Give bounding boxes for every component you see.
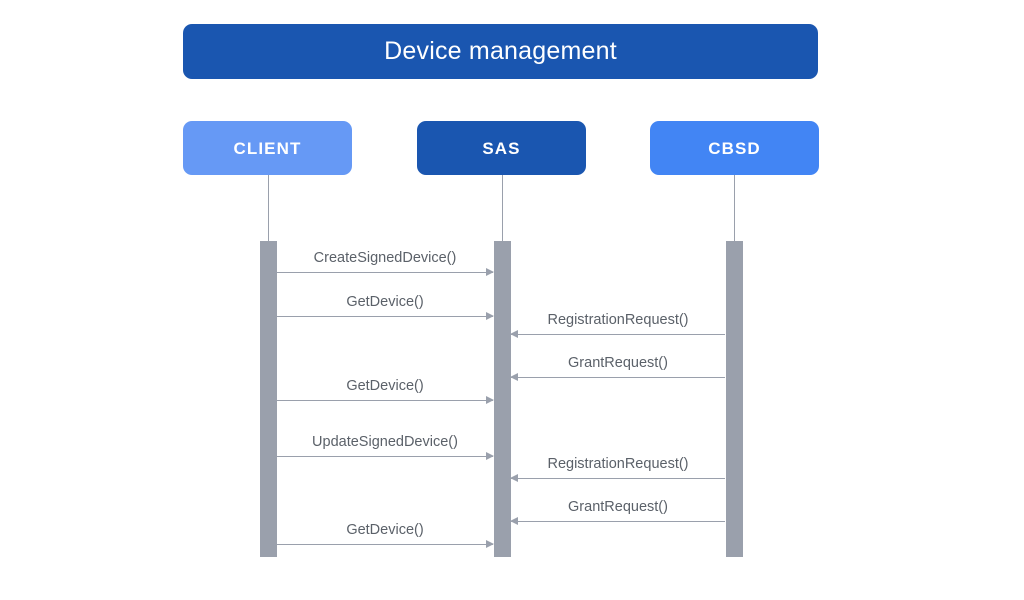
message-arrowhead-left-icon bbox=[510, 517, 518, 525]
message-arrowhead-right-icon bbox=[486, 452, 494, 460]
message-arrowhead-right-icon bbox=[486, 396, 494, 404]
message-label-9: GetDevice() bbox=[346, 521, 424, 538]
activation-bar-cbsd bbox=[726, 241, 743, 557]
message-arrowhead-left-icon bbox=[510, 330, 518, 338]
diagram-title-bar: Device management bbox=[183, 24, 818, 79]
message-label-8: GrantRequest() bbox=[568, 498, 668, 515]
message-line-2 bbox=[277, 316, 493, 317]
message-label-3: RegistrationRequest() bbox=[547, 311, 689, 328]
activation-bar-client bbox=[260, 241, 277, 557]
participant-box-sas[interactable]: SAS bbox=[417, 121, 586, 175]
participant-label-client: CLIENT bbox=[233, 138, 302, 158]
message-arrowhead-left-icon bbox=[510, 474, 518, 482]
message-line-6 bbox=[277, 456, 493, 457]
message-label-6: UpdateSignedDevice() bbox=[312, 433, 458, 450]
diagram-title: Device management bbox=[384, 37, 617, 65]
message-line-8 bbox=[511, 521, 725, 522]
activation-bar-sas bbox=[494, 241, 511, 557]
message-line-1 bbox=[277, 272, 493, 273]
message-line-3 bbox=[511, 334, 725, 335]
message-arrowhead-right-icon bbox=[486, 268, 494, 276]
message-label-4: GrantRequest() bbox=[568, 354, 668, 371]
message-arrowhead-right-icon bbox=[486, 540, 494, 548]
message-label-5: GetDevice() bbox=[346, 377, 424, 394]
participant-box-cbsd[interactable]: CBSD bbox=[650, 121, 819, 175]
message-line-9 bbox=[277, 544, 493, 545]
message-arrowhead-right-icon bbox=[486, 312, 494, 320]
message-label-7: RegistrationRequest() bbox=[547, 455, 689, 472]
participant-label-cbsd: CBSD bbox=[708, 138, 761, 158]
participant-box-client[interactable]: CLIENT bbox=[183, 121, 352, 175]
message-line-4 bbox=[511, 377, 725, 378]
message-label-2: GetDevice() bbox=[346, 293, 424, 310]
message-line-5 bbox=[277, 400, 493, 401]
participant-label-sas: SAS bbox=[482, 138, 521, 158]
message-label-1: CreateSignedDevice() bbox=[313, 249, 457, 266]
message-arrowhead-left-icon bbox=[510, 373, 518, 381]
message-line-7 bbox=[511, 478, 725, 479]
